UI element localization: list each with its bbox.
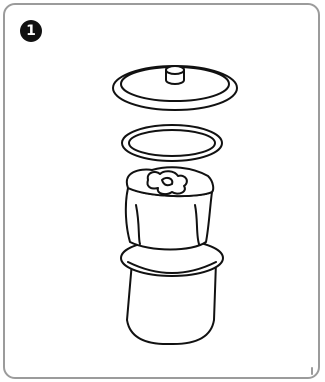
cup-bowl: [121, 240, 223, 344]
sealing-ring: [122, 125, 222, 161]
lid: [113, 66, 237, 110]
wrapped-insert: [126, 167, 213, 249]
